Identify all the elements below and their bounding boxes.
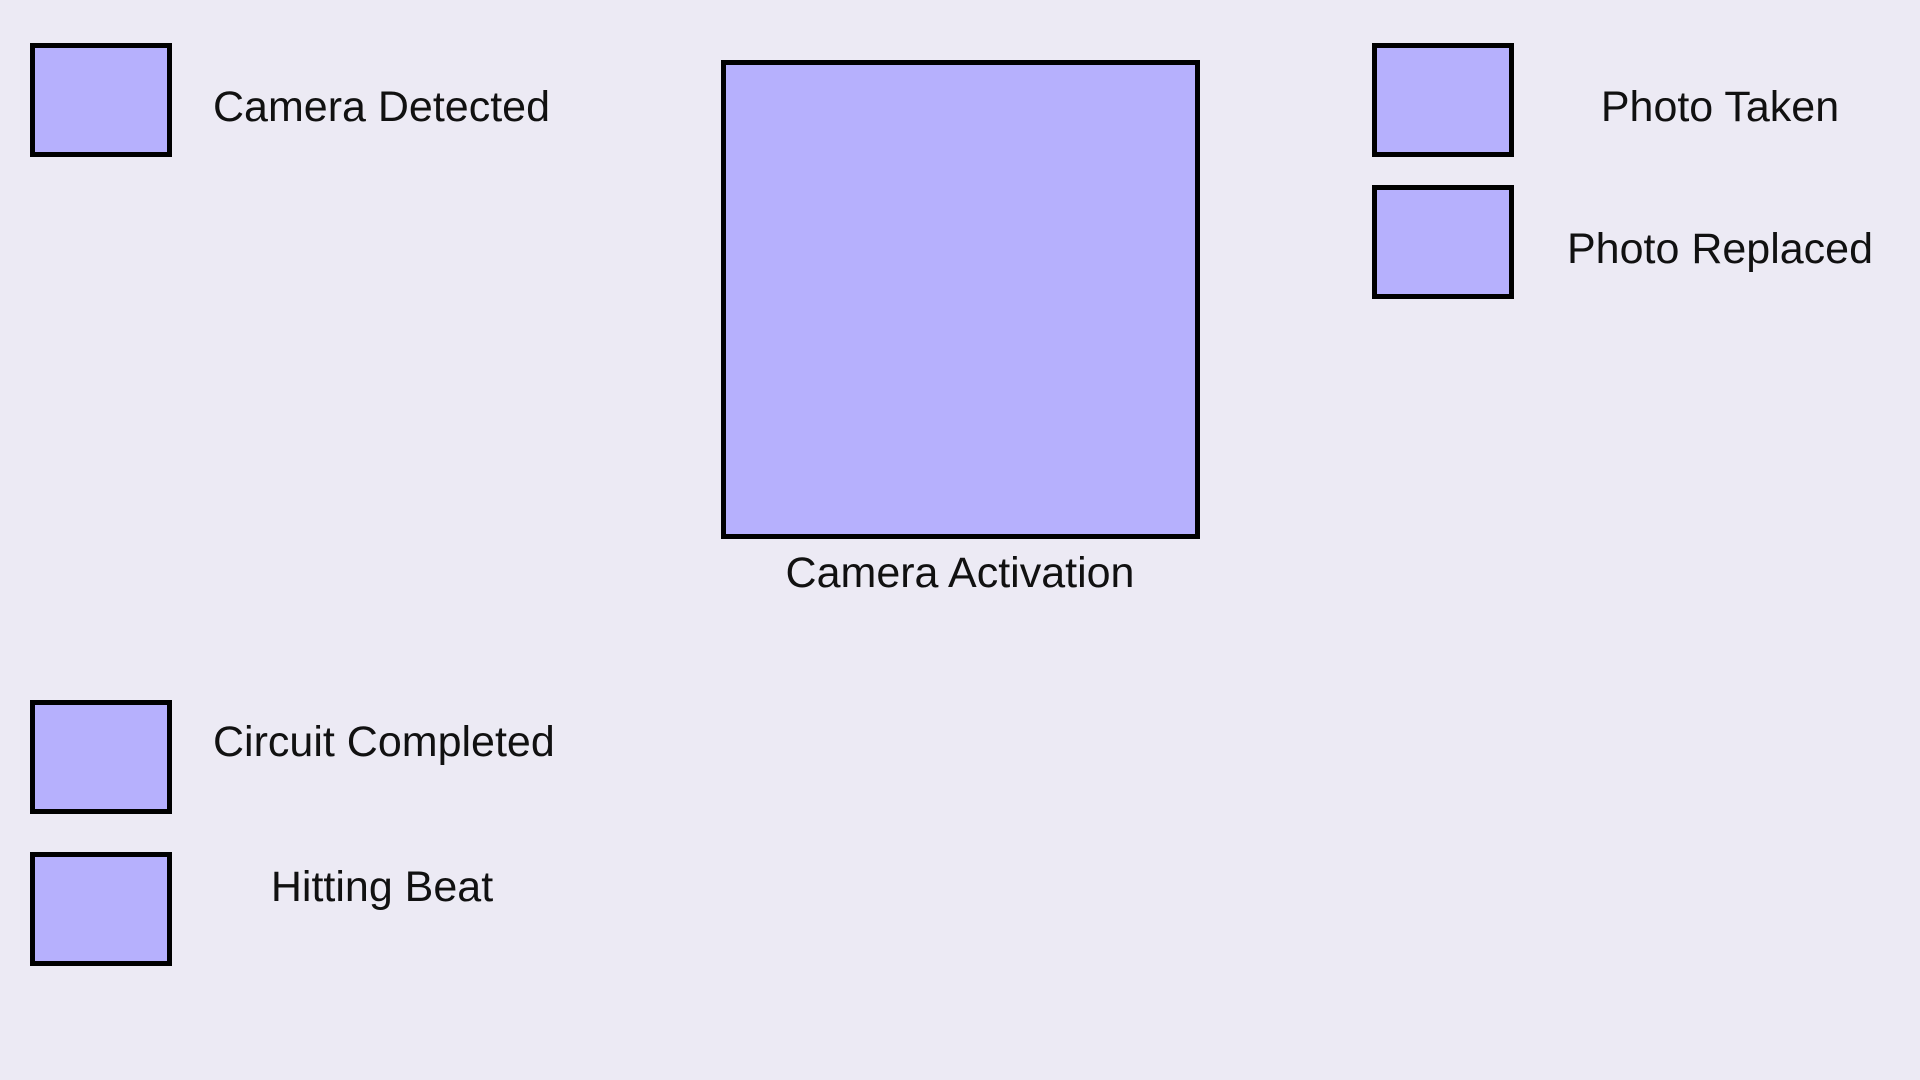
photo-replaced-label: Photo Replaced	[1567, 225, 1873, 273]
camera-activation-label: Camera Activation	[785, 549, 1135, 597]
photo-taken-indicator	[1372, 43, 1514, 157]
photo-replaced-indicator	[1372, 185, 1514, 299]
circuit-completed-indicator	[30, 700, 172, 814]
circuit-completed-label: Circuit Completed	[213, 718, 555, 766]
camera-activation-indicator	[721, 60, 1200, 539]
hitting-beat-indicator	[30, 852, 172, 966]
camera-detected-label: Camera Detected	[213, 83, 550, 131]
photo-taken-label: Photo Taken	[1600, 83, 1840, 131]
hitting-beat-label: Hitting Beat	[270, 863, 494, 911]
camera-detected-indicator	[30, 43, 172, 157]
